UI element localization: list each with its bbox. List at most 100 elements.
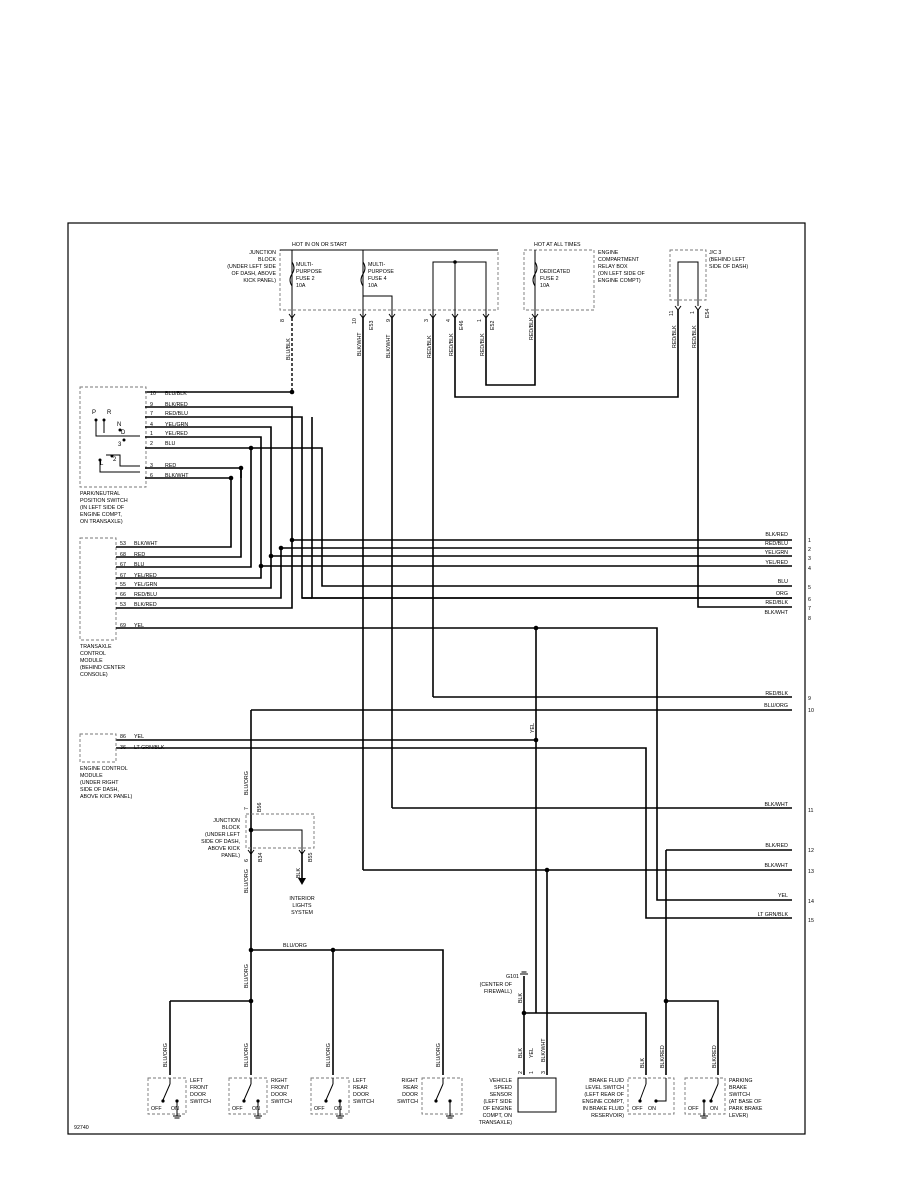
svg-text:BLK/RED: BLK/RED	[712, 1045, 718, 1068]
svg-text:BLOCK: BLOCK	[222, 825, 240, 831]
diagram-frame	[67, 222, 806, 1135]
svg-text:BLU/ORG: BLU/ORG	[283, 943, 307, 949]
svg-text:(UNDER LEFT SIDE: (UNDER LEFT SIDE	[227, 264, 276, 270]
svg-text:LEFT: LEFT	[353, 1078, 367, 1084]
svg-text:2: 2	[808, 547, 811, 553]
svg-text:BLK/WHT: BLK/WHT	[764, 863, 788, 869]
svg-text:ENGINE COMPT): ENGINE COMPT)	[598, 278, 641, 284]
svg-text:BLU/ORG: BLU/ORG	[244, 964, 250, 988]
svg-text:ON: ON	[334, 1106, 342, 1112]
svg-text:13: 13	[808, 869, 814, 875]
svg-text:ON: ON	[710, 1106, 718, 1112]
svg-text:ENGINE CONTROL: ENGINE CONTROL	[80, 766, 128, 772]
svg-text:BLK/WHT: BLK/WHT	[134, 541, 158, 547]
svg-text:FIREWALL): FIREWALL)	[484, 989, 512, 995]
svg-text:BLK/WHT: BLK/WHT	[357, 332, 363, 356]
svg-text:BLU/ORG: BLU/ORG	[436, 1043, 442, 1067]
svg-text:(AT BASE OF: (AT BASE OF	[729, 1099, 762, 1105]
svg-text:YEL: YEL	[529, 1048, 535, 1058]
top-vertical-wires	[145, 310, 792, 870]
jc3: J/C 3 (BEHIND LEFT SIDE OF DASH)	[669, 249, 748, 306]
svg-text:OFF: OFF	[232, 1106, 243, 1112]
svg-text:BLU/ORG: BLU/ORG	[244, 869, 250, 893]
svg-text:PANEL): PANEL)	[221, 853, 240, 859]
svg-text:4: 4	[808, 566, 811, 572]
svg-text:7: 7	[150, 411, 153, 417]
svg-text:E46: E46	[459, 321, 465, 330]
svg-text:BLU/ORG: BLU/ORG	[244, 771, 250, 795]
svg-text:BLK: BLK	[296, 868, 302, 878]
svg-text:3: 3	[118, 442, 122, 448]
svg-text:REAR: REAR	[353, 1085, 368, 1091]
svg-text:COMPT, ON: COMPT, ON	[483, 1113, 513, 1119]
svg-text:RED/BLK: RED/BLK	[449, 333, 455, 356]
svg-text:53: 53	[120, 602, 126, 608]
svg-text:(UNDER LEFT: (UNDER LEFT	[205, 832, 241, 838]
svg-text:CONSOLE): CONSOLE)	[80, 672, 108, 678]
svg-text:RED/BLK: RED/BLK	[692, 325, 698, 348]
svg-text:2: 2	[113, 457, 117, 463]
svg-text:ON: ON	[171, 1106, 179, 1112]
svg-text:BLU: BLU	[134, 562, 144, 568]
svg-text:YEL/GRN: YEL/GRN	[765, 550, 788, 556]
svg-text:RED/BLU: RED/BLU	[765, 541, 788, 547]
svg-text:TRANSAXLE): TRANSAXLE)	[479, 1120, 512, 1126]
svg-text:ENGINE COMPT,: ENGINE COMPT,	[582, 1099, 624, 1105]
svg-text:1: 1	[477, 319, 483, 322]
figure-id: 92740	[74, 1125, 89, 1131]
svg-text:55: 55	[120, 582, 126, 588]
svg-text:BLK/RED: BLK/RED	[165, 402, 188, 408]
svg-text:MULTI-: MULTI-	[296, 262, 313, 268]
svg-text:4: 4	[446, 319, 452, 322]
svg-text:(LEFT REAR OF: (LEFT REAR OF	[584, 1092, 624, 1098]
svg-text:BLK/WHT: BLK/WHT	[386, 334, 392, 358]
top-wire-labels: 8 BLU/BLK 10 BLK/WHT E53 9 BLK/WHT 3 RED…	[280, 309, 711, 360]
svg-text:YEL/GRN: YEL/GRN	[165, 422, 188, 428]
svg-text:OF ENGINE: OF ENGINE	[483, 1106, 513, 1112]
svg-text:SIDE OF DASH): SIDE OF DASH)	[709, 264, 748, 270]
svg-text:BLK/RED: BLK/RED	[765, 843, 788, 849]
svg-text:REAR: REAR	[403, 1085, 418, 1091]
svg-text:(LEFT SIDE: (LEFT SIDE	[484, 1099, 513, 1105]
svg-text:BLK/RED: BLK/RED	[765, 532, 788, 538]
svg-text:7: 7	[808, 606, 811, 612]
svg-text:RED: RED	[165, 463, 176, 469]
svg-text:DEDICATED: DEDICATED	[540, 269, 570, 275]
svg-text:(ON LEFT SIDE OF: (ON LEFT SIDE OF	[598, 271, 645, 277]
svg-text:BLU/BLK: BLU/BLK	[165, 391, 187, 397]
svg-text:RED/BLK: RED/BLK	[672, 325, 678, 348]
svg-text:36: 36	[120, 745, 126, 751]
svg-text:OF DASH, ABOVE: OF DASH, ABOVE	[232, 271, 277, 277]
svg-text:LEVER): LEVER)	[729, 1113, 748, 1119]
svg-text:RED: RED	[134, 552, 145, 558]
svg-text:11: 11	[669, 310, 675, 316]
svg-text:ENGINE: ENGINE	[598, 250, 619, 256]
svg-text:OFF: OFF	[632, 1106, 643, 1112]
svg-text:1: 1	[150, 431, 153, 437]
svg-text:DOOR: DOOR	[271, 1092, 287, 1098]
svg-text:68: 68	[120, 552, 126, 558]
svg-text:RELAY BOX: RELAY BOX	[598, 264, 628, 270]
svg-text:7: 7	[244, 807, 250, 810]
svg-text:DOOR: DOOR	[402, 1092, 418, 1098]
svg-text:SIDE OF DASH,: SIDE OF DASH,	[201, 839, 240, 845]
svg-text:66: 66	[120, 592, 126, 598]
svg-text:RIGHT: RIGHT	[271, 1078, 288, 1084]
svg-text:5: 5	[808, 585, 811, 591]
svg-text:LEVEL SWITCH: LEVEL SWITCH	[585, 1085, 624, 1091]
svg-text:OFF: OFF	[314, 1106, 325, 1112]
svg-text:B55: B55	[308, 853, 314, 862]
svg-text:15: 15	[808, 918, 814, 924]
svg-text:BLK/WHT: BLK/WHT	[764, 802, 788, 808]
svg-text:BLU/ORG: BLU/ORG	[764, 703, 788, 709]
svg-text:BLU/BLK: BLU/BLK	[286, 338, 292, 360]
svg-text:B56: B56	[257, 803, 263, 812]
svg-text:MULTI-: MULTI-	[368, 262, 385, 268]
svg-text:DOOR: DOOR	[190, 1092, 206, 1098]
svg-text:RED/BLK: RED/BLK	[427, 335, 433, 358]
svg-text:11: 11	[808, 808, 814, 814]
